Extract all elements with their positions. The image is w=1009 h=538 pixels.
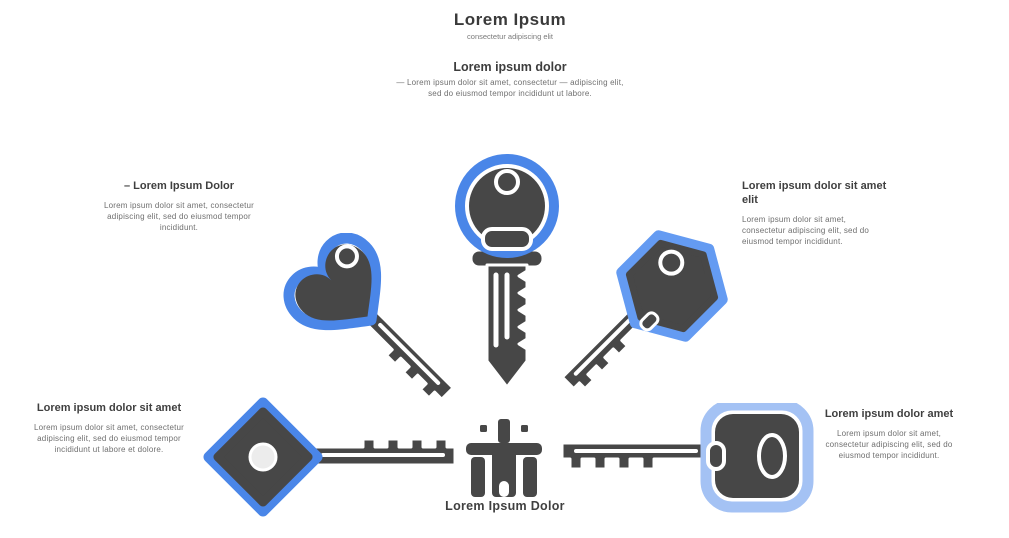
key-diamond-icon [203, 397, 457, 517]
label-bottom-right: Lorem ipsum dolor amet Lorem ipsum dolor… [815, 408, 963, 461]
key-round-icon [455, 154, 559, 389]
label-top-right: Lorem ipsum dolor sit amet elit Lorem ip… [742, 180, 890, 247]
header-heading: Lorem ipsum dolor [453, 60, 567, 74]
label-bottom-left-body: Lorem ipsum dolor sit amet, consectetur … [33, 422, 185, 455]
label-top-left: – Lorem Ipsum Dolor Lorem ipsum dolor si… [95, 180, 263, 233]
header-description: Lorem ipsum dolor — Lorem ipsum dolor si… [390, 60, 630, 99]
label-top-left-body: Lorem ipsum dolor sit amet, consectetur … [103, 200, 255, 233]
header: Lorem Ipsum consectetur adipiscing elit [395, 10, 625, 41]
label-bottom-right-body: Lorem ipsum dolor sit amet, consectetur … [825, 428, 953, 461]
label-bottom-right-title: Lorem ipsum dolor amet [824, 408, 954, 420]
label-bottom-left: Lorem ipsum dolor sit amet Lorem ipsum d… [25, 402, 193, 455]
label-top-left-title: – Lorem Ipsum Dolor [123, 180, 235, 192]
key-clover-icon [283, 233, 455, 401]
bottom-caption-wrap: Lorem Ipsum Dolor [423, 497, 587, 515]
key-hexagon-icon [560, 230, 728, 391]
key-rounded-square-icon [560, 403, 814, 513]
podium-icon [466, 419, 542, 497]
label-top-right-title: Lorem ipsum dolor sit amet elit [742, 180, 887, 206]
label-top-right-body: Lorem ipsum dolor sit amet, consectetur … [742, 214, 870, 246]
page-tagline: consectetur adipiscing elit [467, 32, 553, 41]
page-title: Lorem Ipsum [453, 10, 567, 29]
header-body: — Lorem ipsum dolor sit amet, consectetu… [396, 78, 624, 99]
bottom-caption: Lorem Ipsum Dolor [445, 499, 565, 513]
label-bottom-left-title: Lorem ipsum dolor sit amet [36, 402, 182, 414]
